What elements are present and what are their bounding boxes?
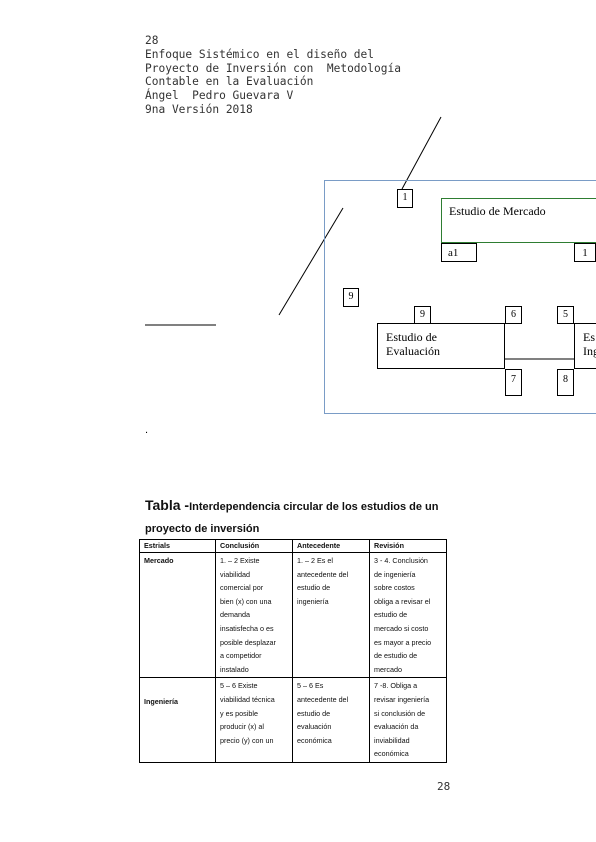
table-caption: Tabla -Interdependencia circular de los … (145, 494, 460, 540)
cell-mercado-revision: 3 - 4. Conclusión de ingeniería sobre co… (369, 551, 447, 679)
ingenieria-box: Es Ing (574, 323, 596, 369)
evaluacion-label-line-2: Evaluación (386, 344, 440, 358)
cell-mercado-conclusion: 1. – 2 Existe viabilidad comercial por b… (215, 551, 293, 679)
header-page-number: 28 (145, 34, 159, 47)
connector-line-left (278, 207, 344, 316)
stray-dot: . (145, 424, 149, 436)
footer-page-number: 28 (437, 780, 451, 793)
header-cell-antecedente: Antecedente (292, 539, 370, 553)
number-box-7: 7 (505, 369, 522, 396)
table-caption-prefix: Tabla - (145, 497, 190, 513)
number-box-9b: 9 (414, 306, 431, 324)
diagram-frame (324, 180, 596, 414)
header-line-3: Contable en la Evaluación (145, 75, 314, 89)
header-cell-revision: Revisión (369, 539, 447, 553)
table-row: Ingeniería 5 – 6 Existe viabilidad técni… (139, 677, 447, 763)
connector-line-top (401, 116, 442, 190)
number-box-a1: a1 (441, 243, 477, 262)
number-box-9a: 9 (343, 288, 359, 307)
table-header-row: Estrials Conclusión Antecedente Revisión (139, 539, 447, 553)
evaluacion-box: Estudio de Evaluación (377, 323, 505, 369)
ingenieria-label-line-2: Ing (583, 344, 596, 358)
cell-mercado-antecedente: 1. – 2 Es el antecedente del estudio de … (292, 551, 370, 679)
header-line-5: 9na Versión 2018 (145, 102, 253, 116)
row-label-mercado: Mercado (139, 551, 216, 679)
interdependence-table: Estrials Conclusión Antecedente Revisión… (139, 539, 447, 763)
number-box-8: 8 (557, 369, 574, 396)
table-row: Mercado 1. – 2 Existe viabilidad comerci… (139, 551, 447, 679)
header-cell-conclusion: Conclusión (215, 539, 293, 553)
ingenieria-label-line-1: Es (583, 330, 595, 344)
cell-ingenieria-conclusion: 5 – 6 Existe viabilidad técnica y es pos… (215, 677, 293, 763)
row-label-ingenieria: Ingeniería (139, 677, 216, 763)
table-caption-text: Interdependencia circular de los estudio… (145, 501, 439, 535)
evaluacion-label-line-1: Estudio de (386, 330, 437, 344)
header-line-4: Ángel Pedro Guevara V (145, 89, 294, 103)
header-line-1: Enfoque Sistémico en el diseño del (145, 47, 375, 61)
header-line-2: Proyecto de Inversión con Metodología (145, 61, 401, 75)
number-box-5: 5 (557, 306, 574, 324)
mercado-label: Estudio de Mercado (449, 204, 546, 218)
number-box-6: 6 (505, 306, 522, 324)
mercado-box: Estudio de Mercado (441, 198, 596, 243)
header-cell-estrials: Estrials (139, 539, 216, 553)
number-box-1: 1 (397, 189, 413, 208)
number-box-1b: 1 (574, 243, 596, 262)
cell-ingenieria-revision: 7 -8. Obliga a revisar ingeniería si con… (369, 677, 447, 763)
cell-ingenieria-antecedente: 5 – 6 Es antecedente del estudio de eval… (292, 677, 370, 763)
